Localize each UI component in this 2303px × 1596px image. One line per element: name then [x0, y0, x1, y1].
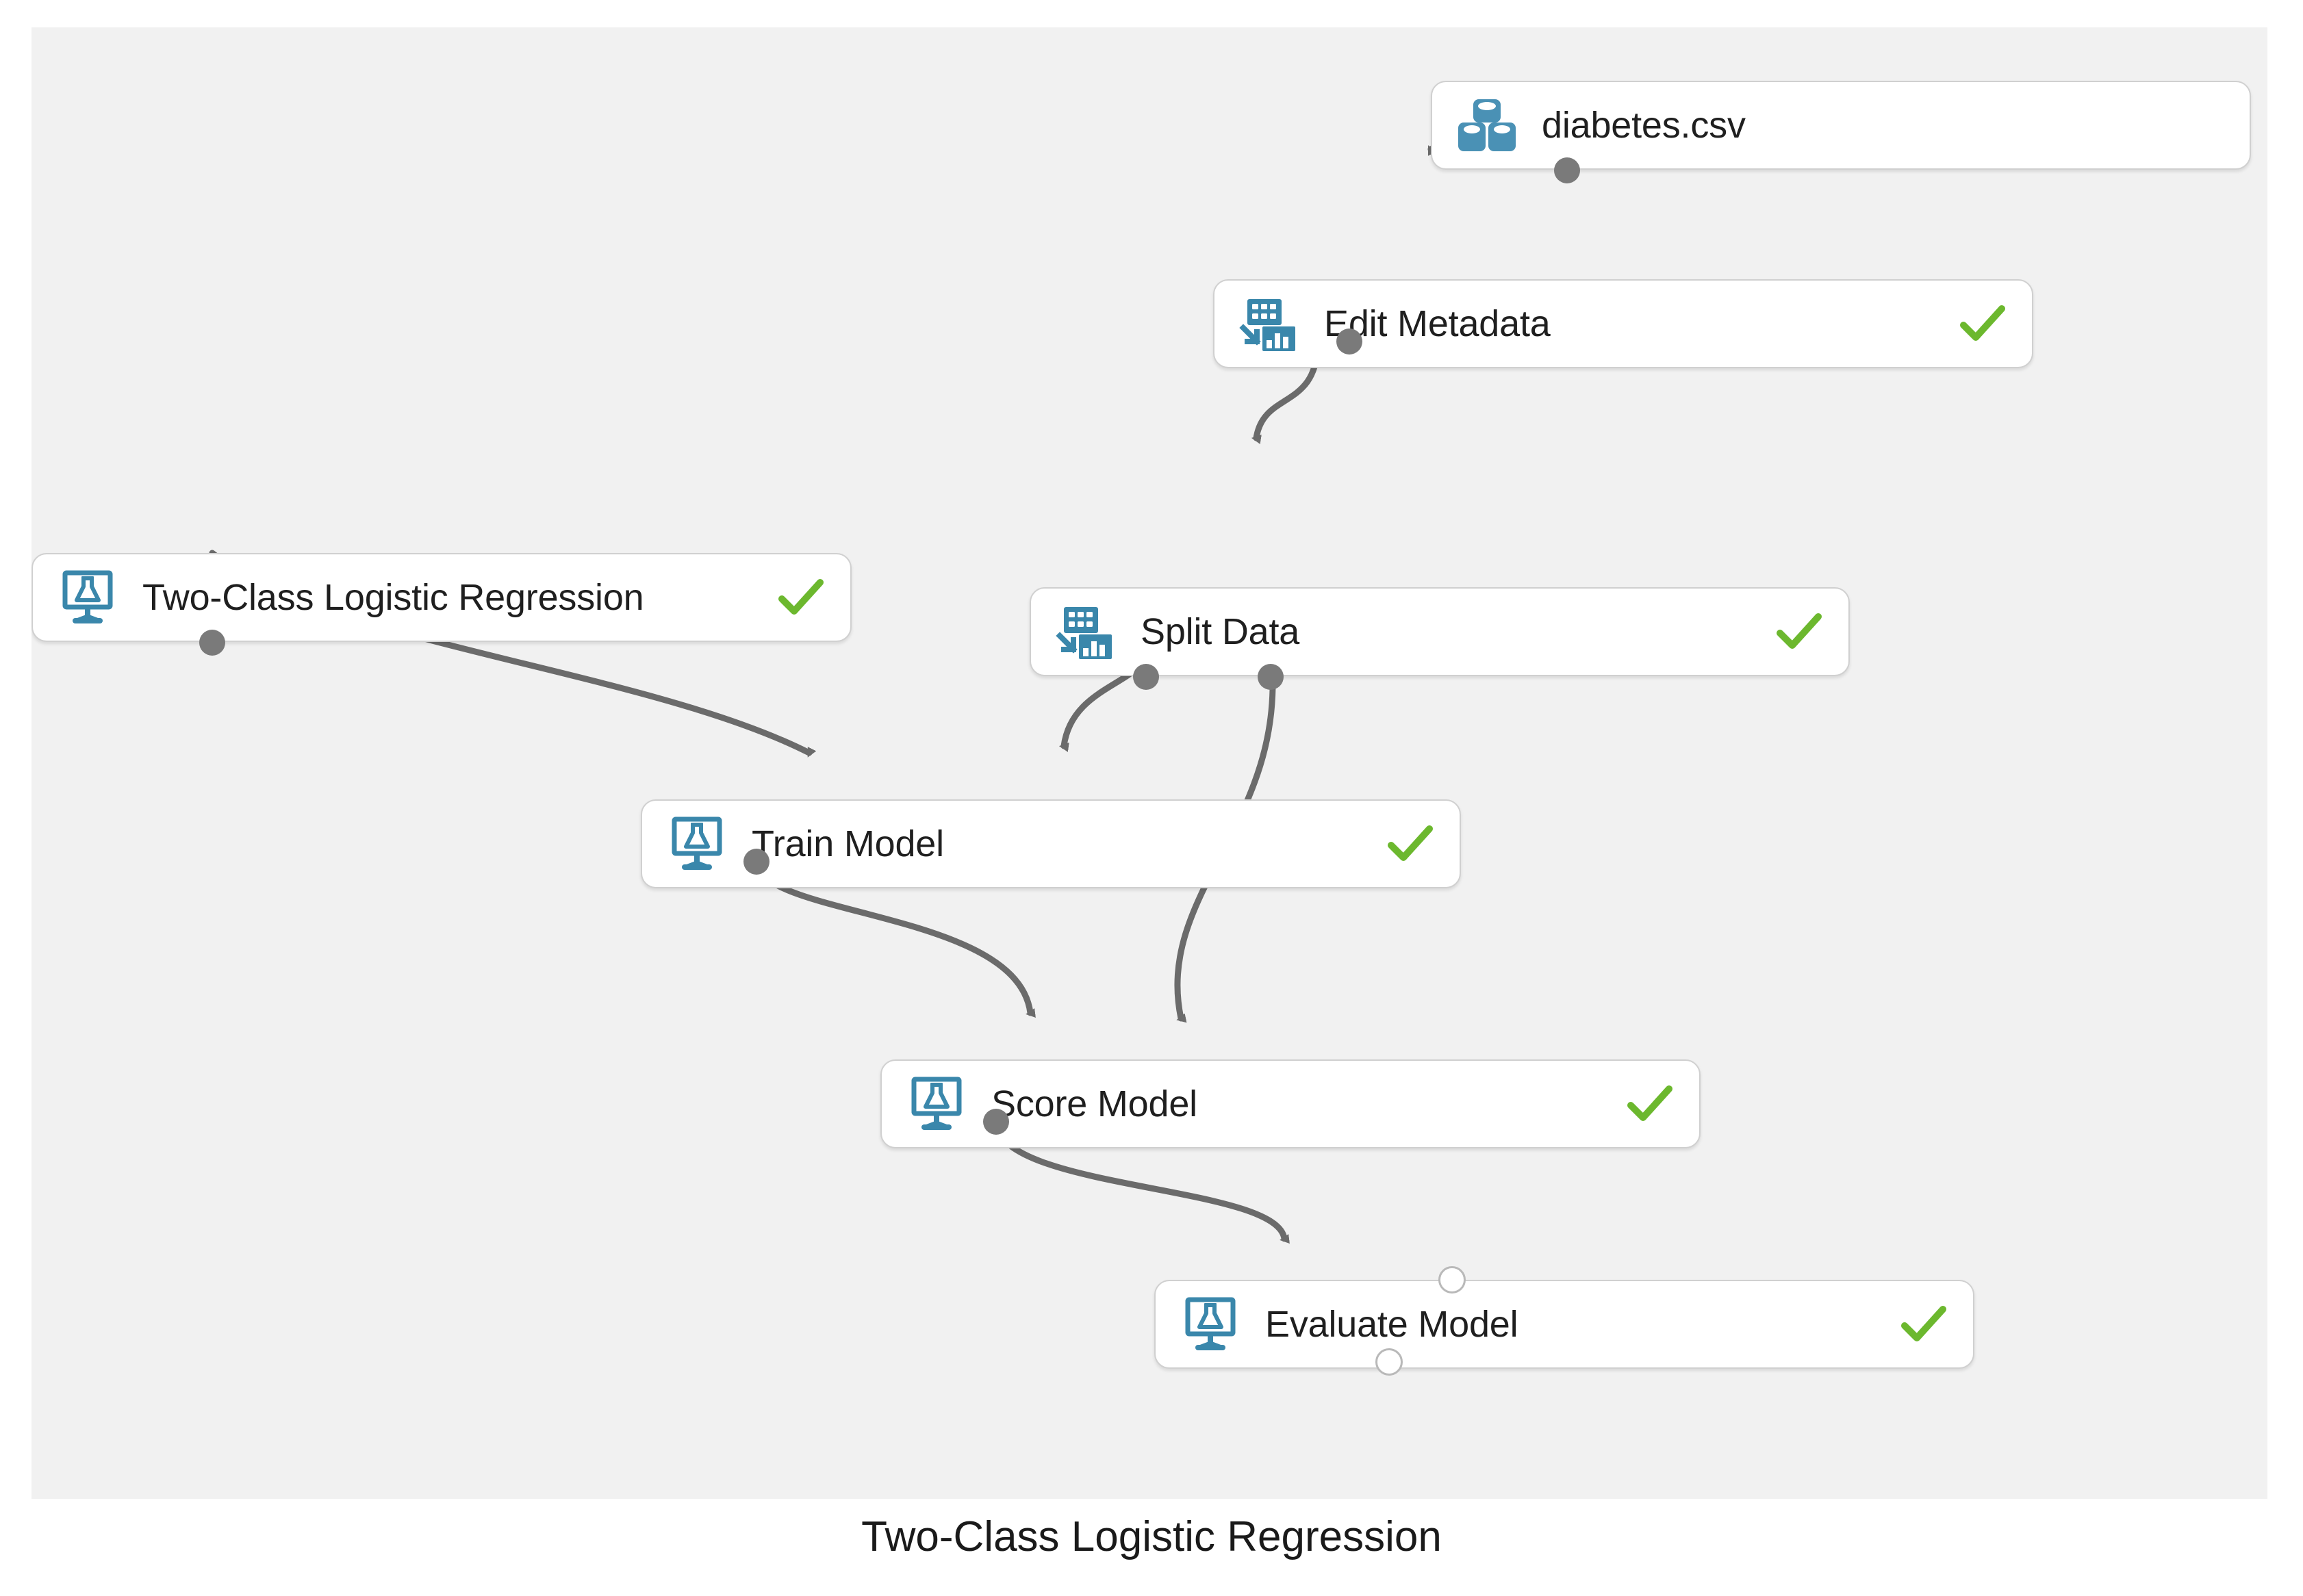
- check-icon: [1898, 1298, 1950, 1350]
- ml-module-flask-icon: [665, 812, 728, 875]
- ml-module-flask-icon: [905, 1072, 968, 1135]
- port-evaluate-model-input-right[interactable]: [1438, 1266, 1466, 1293]
- port-evaluate-model-output[interactable]: [1375, 1348, 1403, 1376]
- check-icon: [1384, 818, 1436, 870]
- check-icon: [1624, 1078, 1676, 1130]
- check-icon: [775, 571, 827, 623]
- node-two-class-logistic-regression[interactable]: Two-Class Logistic Regression: [31, 553, 852, 642]
- port-train-model-output[interactable]: [743, 849, 769, 875]
- port-split-data-output-left[interactable]: [1133, 664, 1159, 690]
- node-label: Edit Metadata: [1324, 303, 1551, 344]
- port-score-model-output[interactable]: [983, 1109, 1009, 1135]
- check-icon: [1773, 606, 1825, 658]
- port-dataset-output[interactable]: [1554, 157, 1580, 183]
- ml-module-flask-icon: [56, 566, 119, 629]
- port-split-data-output-right[interactable]: [1258, 664, 1284, 690]
- check-icon: [1957, 298, 2009, 350]
- dataset-cylinders-icon: [1455, 94, 1518, 157]
- edge-layer: [209, 112, 1539, 1244]
- node-label: Train Model: [752, 823, 944, 864]
- port-lr-output[interactable]: [199, 630, 225, 656]
- node-dataset[interactable]: diabetes.csv: [1431, 81, 2251, 170]
- node-label: Split Data: [1141, 611, 1300, 652]
- node-evaluate-model[interactable]: Evaluate Model: [1154, 1280, 1974, 1369]
- node-label: diabetes.csv: [1542, 105, 1746, 146]
- node-label: Score Model: [991, 1083, 1197, 1124]
- node-train-model[interactable]: Train Model: [641, 799, 1461, 888]
- port-edit-metadata-output[interactable]: [1336, 329, 1362, 355]
- node-label: Two-Class Logistic Regression: [142, 577, 644, 618]
- node-split-data[interactable]: Split Data: [1030, 587, 1850, 676]
- data-transform-icon: [1054, 600, 1117, 663]
- pipeline-canvas[interactable]: diabetes.csv: [31, 27, 2267, 1499]
- node-label: Evaluate Model: [1265, 1304, 1518, 1345]
- node-edit-metadata[interactable]: Edit Metadata: [1213, 279, 2033, 368]
- node-score-model[interactable]: Score Model: [880, 1059, 1701, 1148]
- ml-module-flask-icon: [1179, 1293, 1242, 1356]
- figure-caption: Two-Class Logistic Regression: [861, 1513, 1442, 1560]
- data-transform-icon: [1238, 292, 1301, 355]
